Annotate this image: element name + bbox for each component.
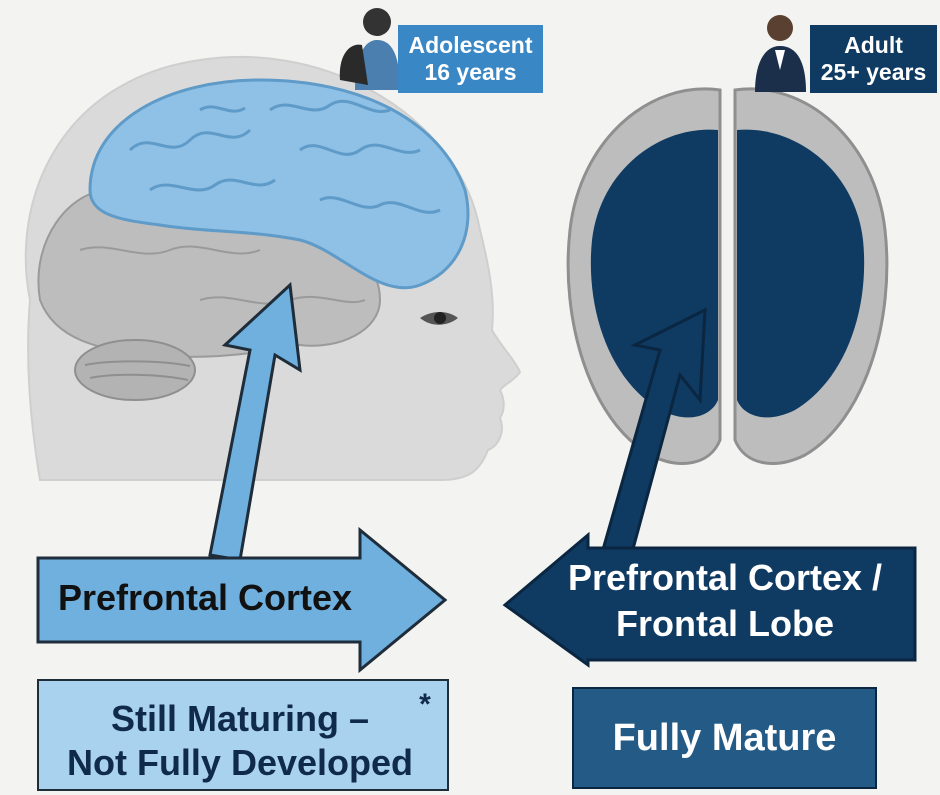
right-arrow-label: Prefrontal Cortex / Frontal Lobe — [540, 555, 910, 647]
footnote-asterisk: * — [410, 688, 440, 722]
right-status-text: Fully Mature — [573, 717, 876, 760]
left-status-line2: Not Fully Developed — [40, 741, 440, 785]
adult-age: 25+ years — [821, 59, 927, 86]
right-arrow-label-line1: Prefrontal Cortex / — [540, 555, 910, 601]
left-arrow-label: Prefrontal Cortex — [45, 577, 365, 619]
adult-figure-icon — [755, 15, 806, 92]
adolescent-badge: Adolescent 16 years — [398, 25, 543, 93]
cerebellum — [75, 340, 195, 400]
right-arrow-label-line2: Frontal Lobe — [540, 601, 910, 647]
left-status-line1: Still Maturing – — [40, 697, 440, 741]
adolescent-title: Adolescent — [409, 32, 533, 59]
adult-title: Adult — [844, 32, 903, 59]
adult-badge: Adult 25+ years — [810, 25, 937, 93]
adult-brain — [568, 89, 887, 464]
adolescent-figure-icon — [340, 8, 400, 90]
adolescent-age: 16 years — [424, 59, 516, 86]
left-status-text: Still Maturing – Not Fully Developed — [40, 697, 440, 785]
